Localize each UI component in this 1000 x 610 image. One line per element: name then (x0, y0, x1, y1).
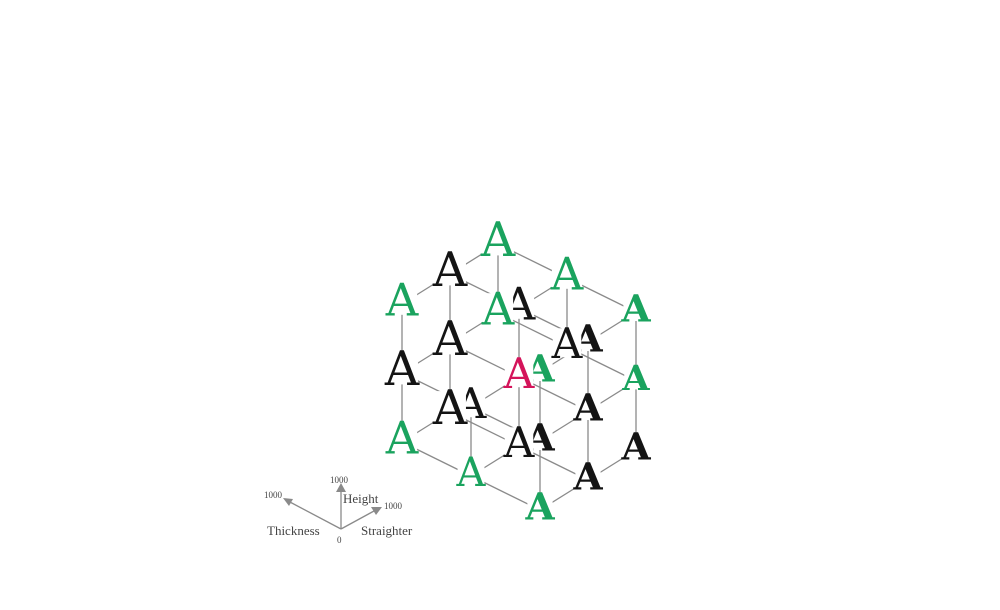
arrowhead-height-icon (336, 483, 346, 492)
axis-legend: 1000 1000 1000 0 Height Thickness Straig… (264, 475, 413, 545)
glyph-a: A (480, 213, 516, 268)
glyph-a: A (384, 342, 420, 397)
glyph-backdrop (482, 223, 514, 256)
glyph-backdrop (623, 433, 649, 459)
glyph-backdrop (504, 427, 534, 457)
glyph-a: A (432, 312, 468, 367)
glyph-a: A (524, 485, 555, 529)
glyph-backdrop (624, 365, 648, 390)
glyph-a: A (385, 412, 419, 465)
height-max-label: 1000 (330, 475, 349, 485)
glyph-a: A (432, 243, 468, 298)
arrowhead-thickness-icon (283, 498, 293, 506)
glyph-backdrop (504, 358, 534, 388)
straighter-axis-label: Straighter (361, 523, 413, 538)
glyph-backdrop (386, 352, 418, 385)
arrowhead-straighter-icon (371, 507, 382, 515)
glyph-a: A (550, 248, 584, 301)
glyph-backdrop (575, 394, 601, 420)
glyph-a: A (620, 287, 651, 331)
glyph-backdrop (482, 293, 514, 324)
thickness-max-label: 1000 (264, 490, 283, 500)
glyph-backdrop (386, 422, 418, 453)
glyph-backdrop (386, 284, 418, 315)
straighter-max-label: 1000 (384, 501, 403, 511)
axis-line-thickness (287, 500, 342, 530)
glyph-a: A (551, 320, 584, 369)
glyph-backdrop (527, 493, 553, 519)
center-glyph-a: A (503, 350, 536, 399)
origin-label: 0 (337, 535, 342, 545)
glyph-a: A (503, 419, 536, 468)
glyph-backdrop (551, 258, 583, 289)
glyph-a: A (621, 358, 650, 399)
thickness-axis-label: Thickness (267, 523, 320, 538)
glyph-backdrop (434, 253, 466, 286)
glyph-a: A (481, 283, 515, 336)
glyph-a: A (572, 386, 603, 430)
height-axis-label: Height (343, 491, 379, 506)
glyph-a: A (620, 425, 651, 469)
glyph-backdrop (552, 328, 582, 358)
glyph-a: A (385, 274, 419, 327)
glyph-backdrop (623, 295, 649, 321)
glyph-backdrop (434, 322, 466, 355)
glyph-backdrop (434, 391, 466, 424)
glyph-a: A (572, 455, 603, 499)
glyph-a: A (432, 381, 468, 436)
glyph-backdrop (575, 463, 601, 489)
glyph-backdrop (457, 458, 485, 486)
glyph-a: A (456, 450, 487, 496)
axis-line-straighter (340, 510, 375, 530)
